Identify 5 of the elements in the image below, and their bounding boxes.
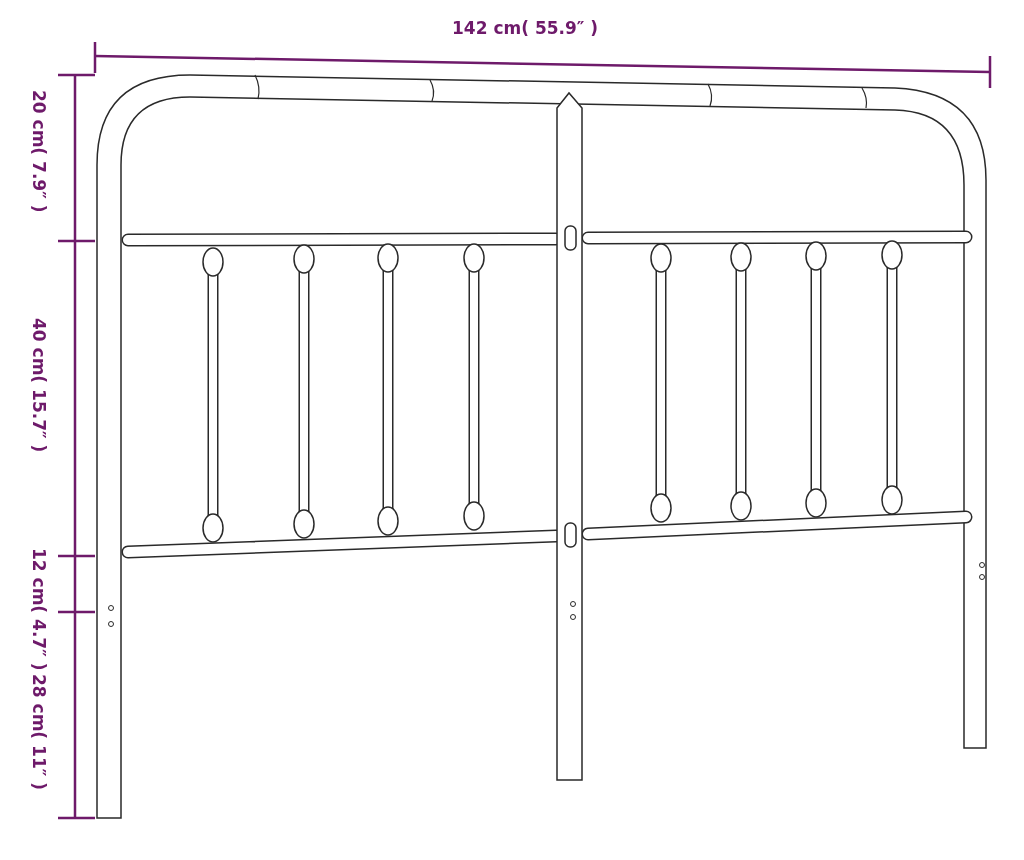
- dimension-label: 20 cm( 7.9″ ): [30, 90, 47, 213]
- dimension-label: 12 cm( 4.7″ ): [30, 548, 47, 671]
- dimension-label: 40 cm( 15.7″ ): [30, 318, 47, 453]
- dimension-label: 28 cm( 11″ ): [30, 674, 47, 790]
- dimension-label: 142 cm( 55.9″ ): [452, 20, 599, 37]
